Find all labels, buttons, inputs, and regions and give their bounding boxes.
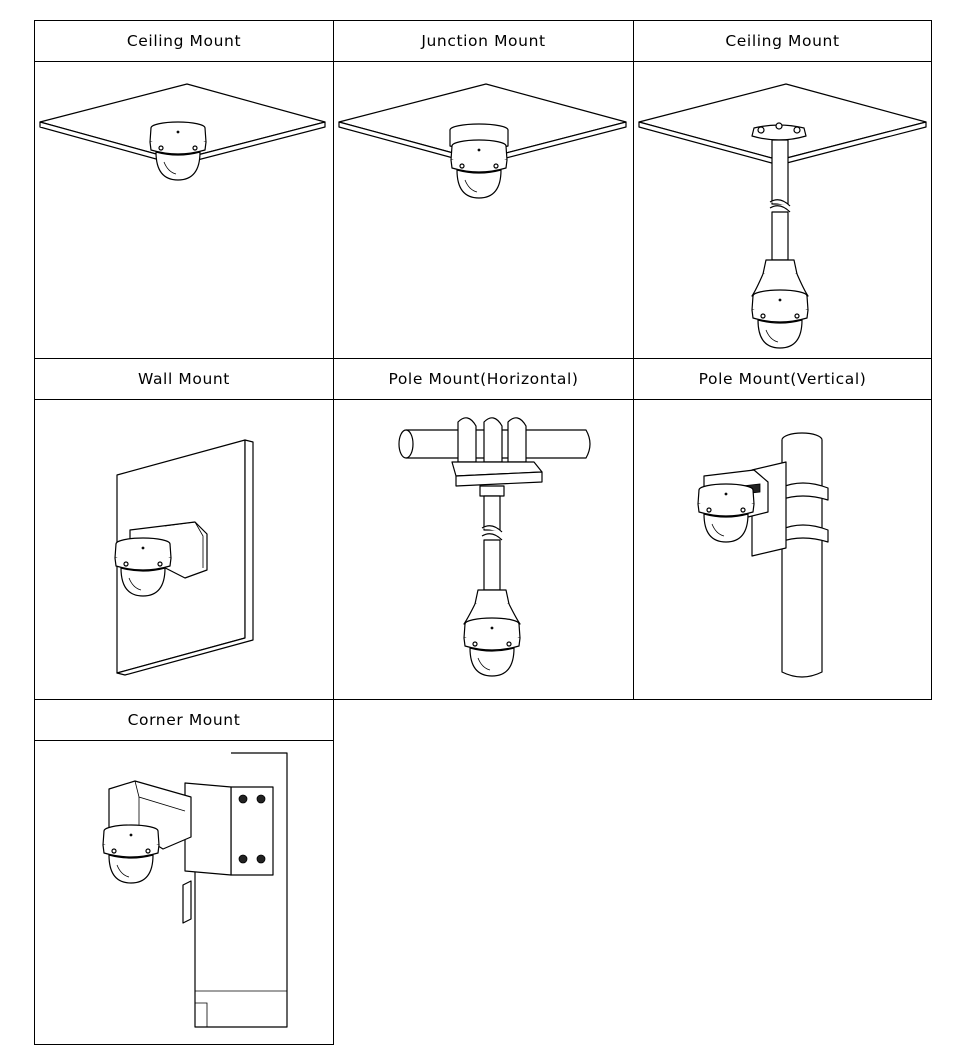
label-wall-mount: Wall Mount bbox=[138, 370, 230, 388]
dome-camera-icon bbox=[149, 121, 207, 181]
pole-mount-horizontal-illustration bbox=[334, 400, 633, 677]
pole-mount-vertical-illustration bbox=[697, 400, 931, 699]
wall-mount-illustration bbox=[114, 400, 333, 699]
dome-camera-icon bbox=[463, 617, 521, 677]
label-junction-mount: Junction Mount bbox=[421, 32, 546, 50]
corner-mount-illustration bbox=[102, 741, 333, 1044]
label-corner-mount: Corner Mount bbox=[127, 711, 241, 729]
label-pole-mount-horizontal: Pole Mount(Horizontal) bbox=[388, 370, 579, 388]
label-pole-mount-vertical: Pole Mount(Vertical) bbox=[698, 370, 867, 388]
label-ceiling-mount-1: Ceiling Mount bbox=[126, 32, 242, 50]
ceiling-mount-illustration bbox=[35, 62, 333, 181]
dome-camera-icon bbox=[697, 483, 755, 543]
dome-camera-icon bbox=[751, 289, 809, 349]
dome-camera-icon bbox=[450, 139, 508, 199]
label-ceiling-mount-2: Ceiling Mount bbox=[725, 32, 840, 50]
dome-camera-icon bbox=[102, 824, 160, 884]
pendant-ceiling-mount-illustration bbox=[634, 62, 931, 349]
junction-mount-illustration bbox=[334, 62, 633, 199]
